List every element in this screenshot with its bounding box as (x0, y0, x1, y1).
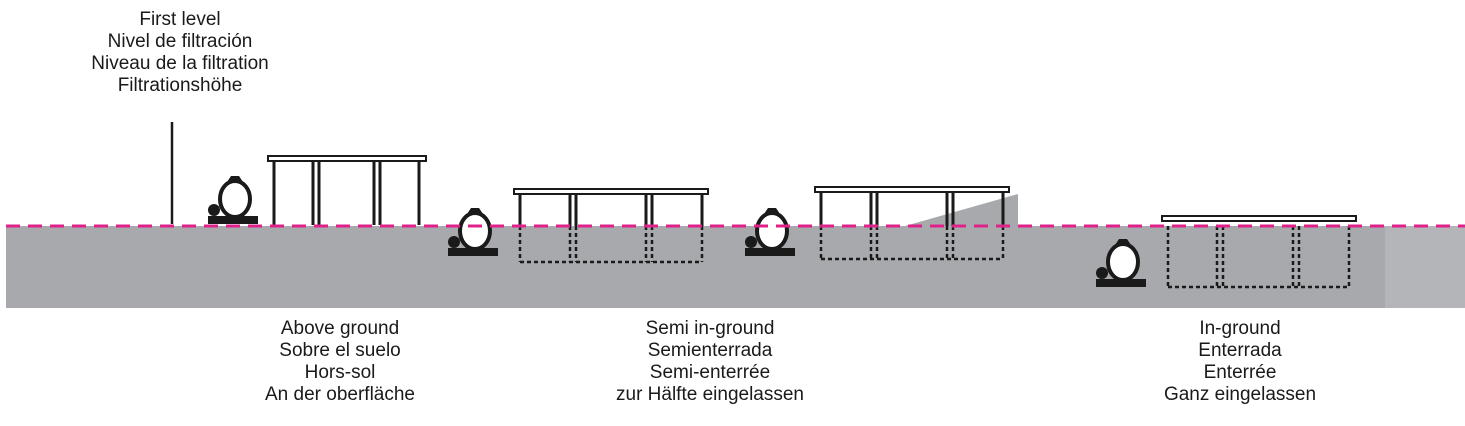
pool-top-rim (1161, 215, 1357, 222)
in-ground-caption: In-ground Enterrada Enterrée Ganz eingel… (1110, 318, 1370, 406)
semi-in-ground-pool-1 (513, 188, 709, 264)
caption-line: Nivel de filtración (107, 31, 253, 52)
above-ground-caption: Above ground Sobre el suelo Hors-sol An … (210, 318, 470, 406)
filter-pump-icon (1096, 239, 1146, 287)
caption-line: Ganz eingelassen (1163, 384, 1317, 405)
caption-line: Filtrationshöhe (117, 75, 243, 96)
in-ground-pool (1161, 215, 1357, 289)
earth-slope (905, 194, 1018, 226)
semi-in-ground-caption: Semi in-ground Semienterrada Semi-enterr… (560, 318, 860, 406)
pool-top-rim (814, 186, 1010, 193)
semi-in-ground-pool-2 (814, 186, 1010, 261)
filter-pump-icon (448, 208, 498, 256)
caption-line: Hors-sol (304, 362, 376, 383)
caption-line: Enterrée (1203, 362, 1277, 383)
caption-line: Semienterrada (647, 340, 773, 361)
filter-pump-icon (208, 176, 258, 224)
pool-top-rim (267, 155, 427, 162)
filter-pump-icon (745, 208, 795, 256)
above-ground-pool (267, 155, 427, 225)
ground-right-shade (1385, 226, 1465, 308)
caption-line: Semi-enterrée (649, 362, 771, 383)
caption-line: Above ground (280, 318, 400, 339)
caption-line: Niveau de la filtration (91, 53, 269, 74)
caption-line: Enterrada (1198, 340, 1282, 361)
caption-line: An der oberfläche (265, 384, 415, 405)
caption-line: Semi in-ground (645, 318, 775, 339)
pool-top-rim (513, 188, 709, 195)
ground (6, 226, 1465, 308)
caption-line: First level (139, 9, 221, 30)
caption-line: zur Hälfte eingelassen (616, 384, 804, 405)
caption-line: Sobre el suelo (279, 340, 401, 361)
caption-line: In-ground (1199, 318, 1281, 339)
first-level-caption: First level Nivel de filtración Niveau d… (50, 9, 310, 97)
